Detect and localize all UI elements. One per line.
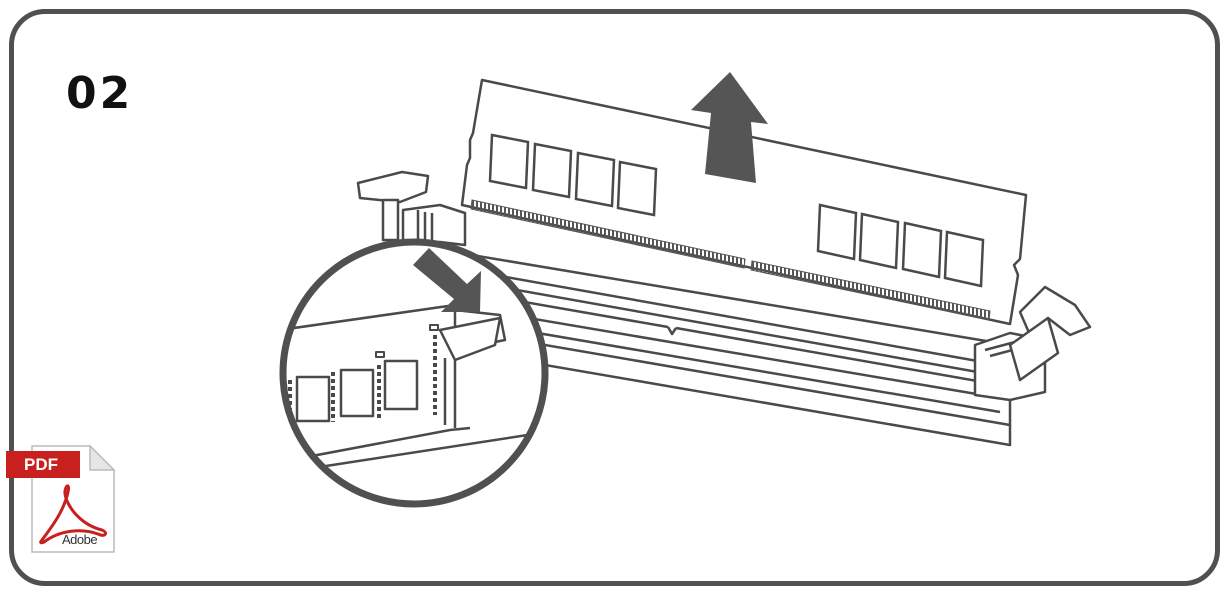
pdf-tag: PDF xyxy=(6,451,80,478)
left-slot-latch xyxy=(356,170,467,247)
step-number: 02 xyxy=(66,68,134,119)
right-slot-latch xyxy=(973,285,1092,402)
ram-memory-chips xyxy=(488,133,985,288)
pointer-arrow-icon xyxy=(413,248,481,312)
ram-module xyxy=(460,78,1028,326)
ram-gold-pins-left xyxy=(470,199,746,269)
ram-gold-pins-right xyxy=(750,260,991,321)
pdf-file-icon[interactable]: PDF Adobe xyxy=(6,444,118,556)
lift-up-arrow-icon xyxy=(691,72,768,183)
dimm-slot xyxy=(398,241,1012,447)
pdf-brand-label: Adobe xyxy=(62,532,98,547)
